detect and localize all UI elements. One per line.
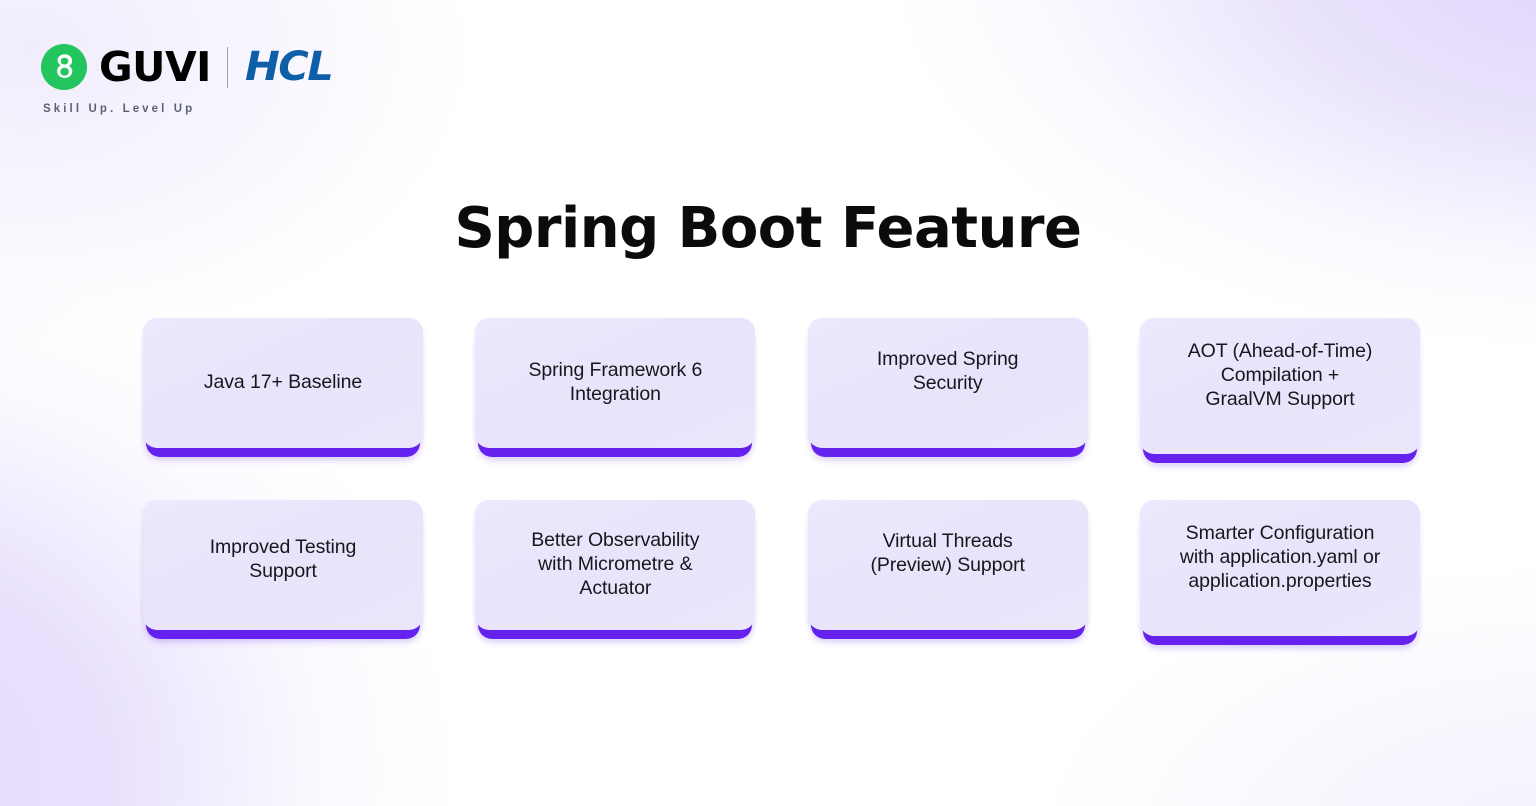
guvi-circle-g-icon	[41, 44, 87, 90]
feature-card[interactable]: Smarter Configuration with application.y…	[1139, 500, 1420, 645]
feature-card[interactable]: Improved Testing Support	[143, 500, 423, 639]
feature-card[interactable]: AOT (Ahead-of-Time) Compilation + GraalV…	[1139, 318, 1420, 463]
card-label: Java 17+ Baseline	[203, 371, 363, 394]
page-title: Spring Boot Feature	[454, 196, 1082, 261]
card-label: Improved Testing Support	[209, 536, 357, 582]
card-face: Virtual Threads (Preview) Support	[807, 500, 1088, 630]
card-label: Spring Framework 6 Integration	[528, 359, 703, 405]
brand-lockup: GUVI HCL Skill Up. Level Up	[40, 40, 460, 115]
card-face: Improved Spring Security	[807, 318, 1088, 448]
card-label: Virtual Threads (Preview) Support	[870, 530, 1025, 576]
card-face: Java 17+ Baseline	[143, 318, 423, 448]
feature-card[interactable]: Spring Framework 6 Integration	[475, 318, 756, 457]
brand-divider	[226, 46, 229, 88]
feature-card[interactable]: Improved Spring Security	[807, 318, 1088, 457]
feature-card[interactable]: Java 17+ Baseline	[143, 318, 423, 457]
card-label: AOT (Ahead-of-Time) Compilation + GraalV…	[1187, 340, 1373, 410]
card-face: AOT (Ahead-of-Time) Compilation + GraalV…	[1139, 318, 1420, 454]
card-label: Better Observability with Micrometre & A…	[531, 529, 700, 599]
card-face: Better Observability with Micrometre & A…	[475, 500, 756, 630]
card-face: Smarter Configuration with application.y…	[1139, 500, 1420, 636]
brand-logo-row: GUVI HCL	[40, 40, 460, 94]
card-face: Improved Testing Support	[143, 500, 423, 630]
brand-tagline: Skill Up. Level Up	[43, 103, 196, 115]
hcl-wordmark: HCL	[245, 44, 334, 90]
guvi-wordmark: GUVI	[99, 42, 211, 91]
feature-card[interactable]: Virtual Threads (Preview) Support	[807, 500, 1088, 639]
feature-card-grid: Java 17+ Baseline Spring Framework 6 Int…	[143, 318, 1420, 645]
card-label: Smarter Configuration with application.y…	[1179, 522, 1381, 592]
card-face: Spring Framework 6 Integration	[475, 318, 756, 448]
card-label: Improved Spring Security	[876, 348, 1019, 394]
feature-card[interactable]: Better Observability with Micrometre & A…	[475, 500, 756, 639]
